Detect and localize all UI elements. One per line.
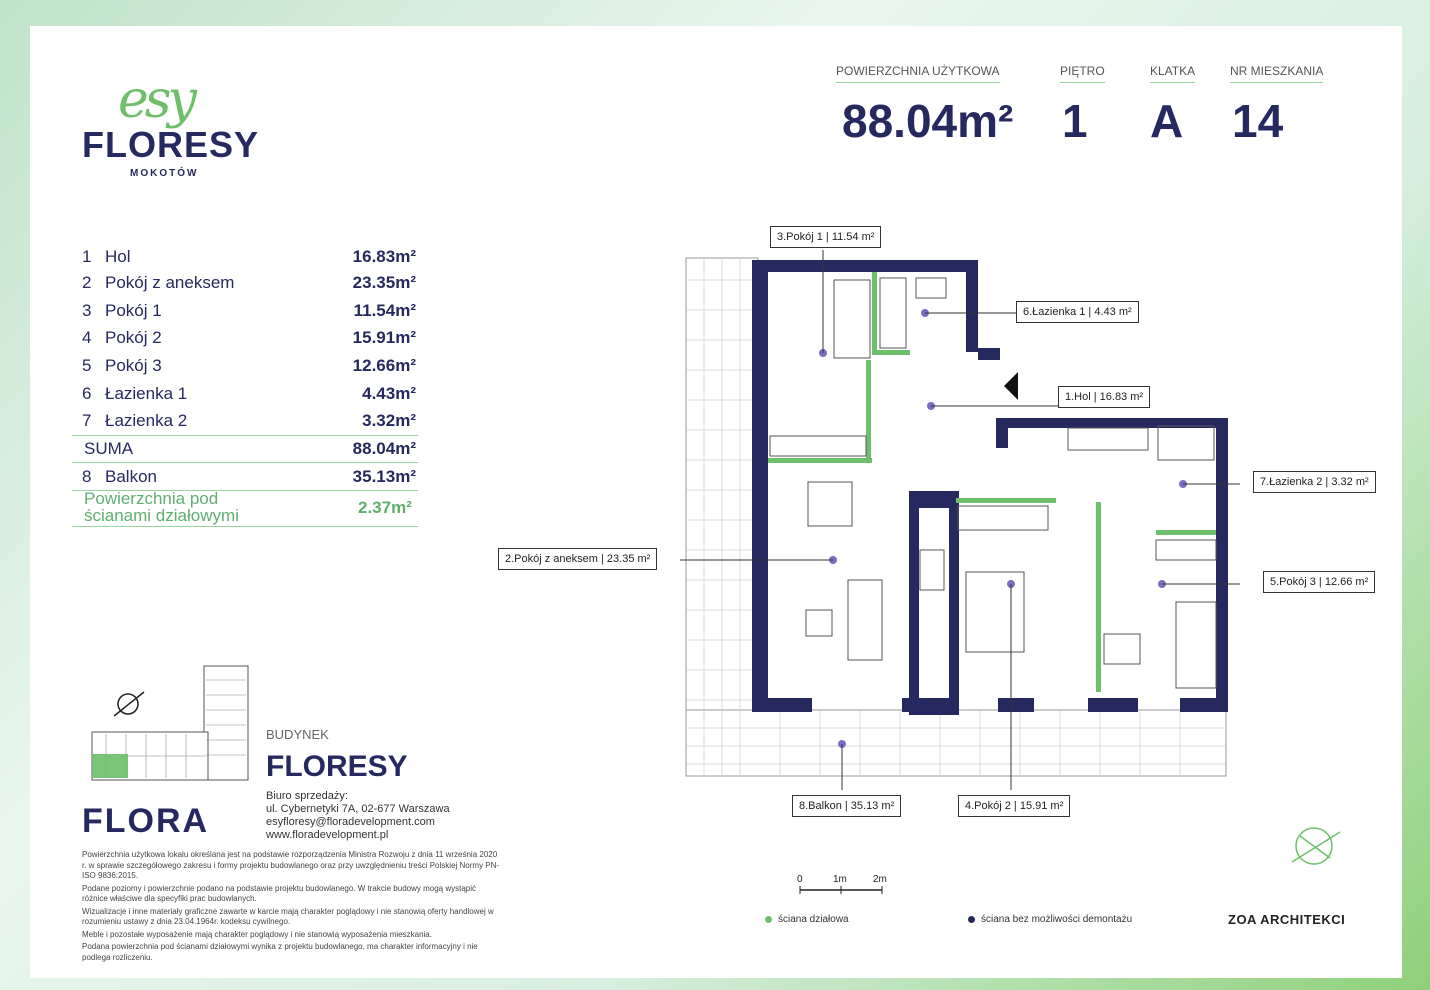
divider: [72, 490, 418, 491]
floor-label: PIĘTRO: [1060, 64, 1105, 83]
room-row: 2 Pokój z aneksem 23.35m²: [82, 270, 416, 296]
balcony-area: [685, 257, 1227, 777]
footnote: Wizualizacje i inne materiały graficzne …: [82, 906, 494, 927]
room-area: 16.83m²: [352, 247, 416, 266]
room-num: 8: [82, 467, 92, 486]
room-row: 4 Pokój 2 15.91m²: [82, 325, 416, 351]
area-label: POWIERZCHNIA UŻYTKOWA: [836, 64, 1000, 83]
compass-icon: [113, 691, 145, 717]
scale-1m: 1m: [833, 874, 847, 885]
apartment-highlight: [92, 754, 128, 778]
north-compass-icon: [1291, 827, 1341, 865]
navy-dot-icon: [968, 915, 975, 923]
room-row: 5 Pokój 3 12.66m²: [82, 353, 416, 379]
label-lazienka1: 6.Łazienka 1 | 4.43 m²: [1016, 301, 1139, 323]
staircase-label: KLATKA: [1150, 64, 1196, 83]
label-pokoj3: 5.Pokój 3 | 12.66 m²: [1263, 571, 1376, 593]
partition-area: 2.37m²: [358, 498, 412, 517]
sales-title: Biuro sprzedaży:: [266, 790, 348, 802]
scale-2m: 2m: [873, 874, 887, 885]
room-num: 2: [82, 273, 92, 292]
sum-area: 88.04m²: [352, 439, 416, 458]
room-area: 12.66m²: [352, 356, 416, 375]
room-name: Łazienka 1: [105, 384, 188, 403]
room-name: Pokój 2: [105, 328, 162, 347]
sales-web[interactable]: www.floradevelopment.pl: [266, 829, 389, 841]
logo-floresy: FLORESY: [82, 124, 260, 165]
room-name: Hol: [105, 247, 131, 266]
footnote: Meble i pozostałe wyposażenie mają chara…: [82, 929, 432, 939]
leader-lines: [680, 250, 1240, 790]
green-dot-icon: [765, 915, 772, 923]
label-pokoj2: 4.Pokój 2 | 15.91 m²: [958, 795, 1071, 817]
architect-logo: ZOA ARCHITEKCI: [1228, 912, 1346, 927]
staircase-value: A: [1150, 95, 1184, 147]
label-lazienka2: 7.Łazienka 2 | 3.32 m²: [1253, 471, 1376, 493]
partition-walls: [768, 272, 1216, 692]
scale-0: 0: [797, 874, 803, 885]
partition-label-line2: ścianami działowymi: [84, 506, 239, 525]
developer-logo: FLORA: [82, 802, 210, 840]
footnotes: Powierzchnia użytkowa lokalu określana j…: [82, 850, 502, 965]
room-num: 7: [82, 411, 92, 430]
room-num: 3: [82, 301, 92, 320]
structural-walls: [752, 260, 1228, 715]
label-balkon: 8.Balkon | 35.13 m²: [792, 795, 902, 817]
room-area: 15.91m²: [352, 328, 416, 347]
divider: [72, 526, 418, 527]
furniture: [769, 277, 1217, 689]
entrance-arrow-icon: [1004, 372, 1018, 400]
apartment-no-label: NR MIESZKANIA: [1230, 64, 1324, 83]
room-num: 4: [82, 328, 92, 347]
room-row: 3 Pokój 1 11.54m²: [82, 298, 416, 324]
footnote: Powierzchnia użytkowa lokalu określana j…: [82, 850, 500, 880]
floor-plan: [680, 250, 1240, 790]
room-num: 6: [82, 384, 92, 403]
label-pokoj1: 3.Pokój 1 | 11.54 m²: [770, 226, 882, 248]
room-area: 3.32m²: [362, 411, 416, 430]
footnote: Podane poziomy i powierzchnie podano na …: [82, 883, 477, 904]
legend-fixed: ściana bez możliwości demontażu: [968, 914, 1132, 925]
logo-esy: esy: [118, 70, 197, 130]
room-num: 1: [82, 247, 92, 266]
room-area: 4.43m²: [362, 384, 416, 403]
room-row: 7 Łazienka 2 3.32m²: [82, 408, 416, 434]
sales-address: ul. Cybernetyki 7A, 02-677 Warszawa: [266, 803, 450, 815]
room-area: 11.54m²: [353, 301, 416, 320]
label-hol: 1.Hol | 16.83 m²: [1058, 386, 1151, 408]
sales-email[interactable]: esyfloresy@floradevelopment.com: [266, 816, 435, 828]
sum-label: SUMA: [84, 439, 134, 458]
room-name: Pokój 3: [105, 356, 162, 375]
area-value: 88.04m²: [842, 95, 1014, 147]
legend-partition: ściana działowa: [765, 914, 849, 925]
room-area: 23.35m²: [352, 273, 416, 292]
room-name: Pokój z aneksem: [105, 273, 235, 292]
room-markers: [819, 309, 1187, 748]
apartment-no-value: 14: [1232, 95, 1284, 147]
partition-label-line1: Powierzchnia pod: [84, 489, 219, 508]
partition-label: Powierzchnia pod ścianami działowymi: [84, 490, 239, 524]
room-row: 6 Łazienka 1 4.43m²: [82, 381, 416, 407]
sum-row: SUMA 88.04m²: [82, 436, 416, 462]
room-row: 1 Hol 16.83m²: [82, 244, 416, 270]
legend-fixed-label: ściana bez możliwości demontażu: [981, 914, 1133, 925]
footnote: Podana powierzchnia pod ścianami działow…: [82, 942, 478, 962]
floor-value: 1: [1062, 95, 1088, 147]
room-name: Łazienka 2: [105, 411, 188, 430]
room-name: Balkon: [105, 467, 157, 486]
building-label: BUDYNEK: [266, 727, 329, 742]
room-num: 5: [82, 356, 92, 375]
divider: [72, 435, 418, 436]
building-location-map: [91, 665, 249, 781]
scale-bar: [799, 886, 883, 894]
building-name: FLORESY: [266, 750, 408, 783]
legend-partition-label: ściana działowa: [778, 914, 849, 925]
label-aneks: 2.Pokój z aneksem | 23.35 m²: [498, 548, 658, 570]
balcony-row: 8 Balkon 35.13m²: [82, 464, 416, 490]
logo-district: MOKOTÓW: [130, 168, 199, 179]
room-area: 35.13m²: [352, 467, 416, 486]
room-name: Pokój 1: [105, 301, 162, 320]
divider: [72, 462, 418, 463]
